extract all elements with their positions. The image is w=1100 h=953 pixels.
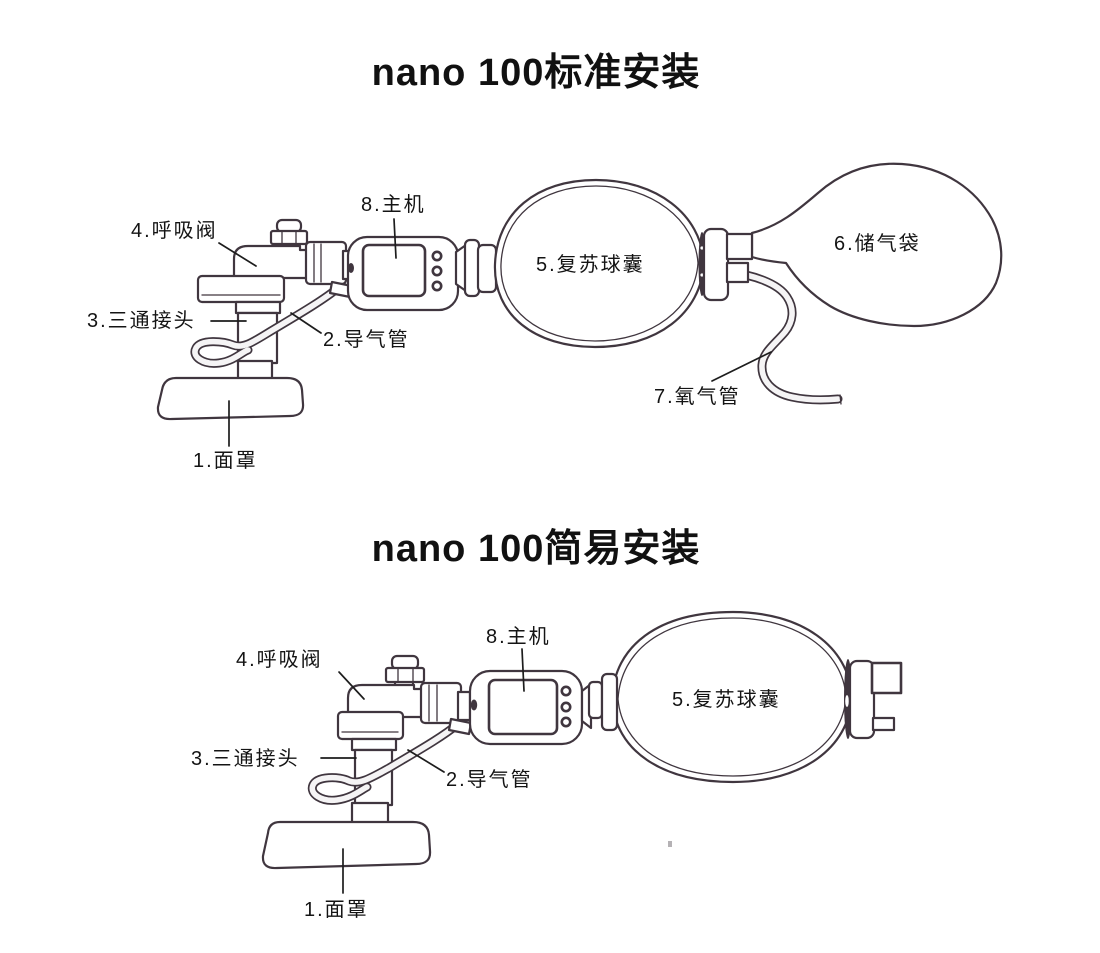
main-unit-button (431, 265, 443, 277)
three-way-connector-drawing (336, 710, 405, 807)
label-breathing-valve-standard: 4.呼吸阀 (131, 220, 218, 242)
main-unit-button (431, 250, 443, 262)
simple-assembly-title: nano 100简易安装 (371, 528, 701, 570)
mask-drawing (261, 801, 432, 870)
bag-inlet-connector-drawing (454, 238, 498, 298)
main-unit-screen (487, 678, 559, 736)
stray-speck (668, 841, 672, 847)
air-duct-drawing (307, 717, 473, 805)
bag-end-cap-drawing (844, 659, 903, 740)
label-three-way-simple: 3.三通接头 (191, 748, 300, 770)
standard-assembly-drawing (156, 162, 1003, 447)
main-unit-button (560, 716, 572, 728)
label-air-tube-standard: 2.导气管 (323, 329, 410, 351)
label-resuscitation-bag-standard: 5.复苏球囊 (536, 254, 645, 276)
label-breathing-valve-simple: 4.呼吸阀 (236, 649, 323, 671)
air-duct-drawing (190, 280, 354, 368)
mask-drawing (156, 359, 305, 421)
leader-lines-simple (320, 648, 525, 894)
label-resuscitation-bag-simple: 5.复苏球囊 (672, 689, 781, 711)
label-main-unit-simple: 8.主机 (486, 626, 551, 648)
standard-assembly-title: nano 100标准安装 (371, 52, 701, 94)
main-unit-button (560, 685, 572, 697)
main-unit-port (348, 263, 354, 273)
main-unit-drawing (468, 669, 584, 746)
label-air-tube-simple: 2.导气管 (446, 769, 533, 791)
label-mask-simple: 1.面罩 (304, 899, 369, 921)
oxygen-tube-drawing (724, 267, 843, 405)
bag-inlet-connector-drawing (580, 680, 604, 730)
label-oxygen-tube-standard: 7.氧气管 (654, 386, 741, 408)
reservoir-bag-drawing (750, 162, 1003, 328)
main-unit-drawing (346, 235, 460, 312)
bag-end-cap-drawing (698, 227, 754, 302)
main-unit-button (560, 701, 572, 713)
leader-lines-standard (210, 218, 772, 447)
main-unit-button (431, 280, 443, 292)
main-unit-screen (361, 243, 427, 298)
label-mask-standard: 1.面罩 (193, 450, 258, 472)
label-main-unit-standard: 8.主机 (361, 194, 426, 216)
label-reservoir-bag-standard: 6.储气袋 (834, 233, 921, 255)
label-three-way-standard: 3.三通接头 (87, 310, 196, 332)
main-unit-port (470, 699, 478, 711)
simple-assembly-drawing (261, 610, 903, 894)
